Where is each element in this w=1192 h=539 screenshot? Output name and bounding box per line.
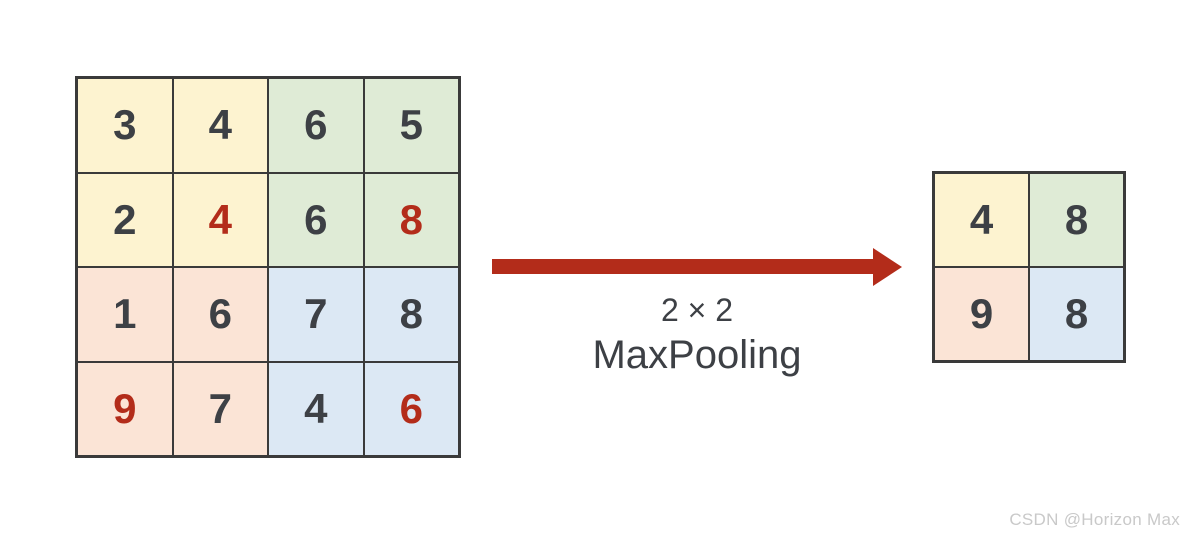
input-grid-cell: 4	[268, 361, 364, 456]
input-grid-cell: 3	[77, 78, 173, 173]
input-grid-cell: 1	[77, 267, 173, 362]
maxpool-arrow-head-icon	[873, 248, 902, 286]
input-grid-cell: 7	[268, 267, 364, 362]
operation-label: 2 × 2 MaxPooling	[492, 292, 902, 378]
input-grid-cell: 7	[172, 361, 268, 456]
input-grid-cell: 5	[363, 78, 459, 173]
maxpool-arrow-shaft	[492, 259, 874, 274]
input-grid-cell: 6	[363, 361, 459, 456]
input-grid-cell: 8	[363, 267, 459, 362]
maxpooling-label: MaxPooling	[592, 333, 802, 377]
output-grid-cell: 8	[1029, 173, 1124, 267]
input-grid-cell: 9	[77, 361, 173, 456]
output-grid-cell: 8	[1029, 267, 1124, 361]
input-grid-cell: 6	[172, 267, 268, 362]
output-grid-cell: 9	[934, 267, 1029, 361]
input-grid-cell: 6	[268, 172, 364, 267]
input-grid-cell: 2	[77, 172, 173, 267]
input-grid-cell: 4	[172, 78, 268, 173]
input-grid-cell: 8	[363, 172, 459, 267]
kernel-size-label: 2 × 2	[660, 292, 734, 328]
watermark: CSDN @Horizon Max	[1009, 510, 1180, 529]
input-grid-cell: 6	[268, 78, 364, 173]
input-grid-cell: 4	[172, 172, 268, 267]
output-grid-cell: 4	[934, 173, 1029, 267]
